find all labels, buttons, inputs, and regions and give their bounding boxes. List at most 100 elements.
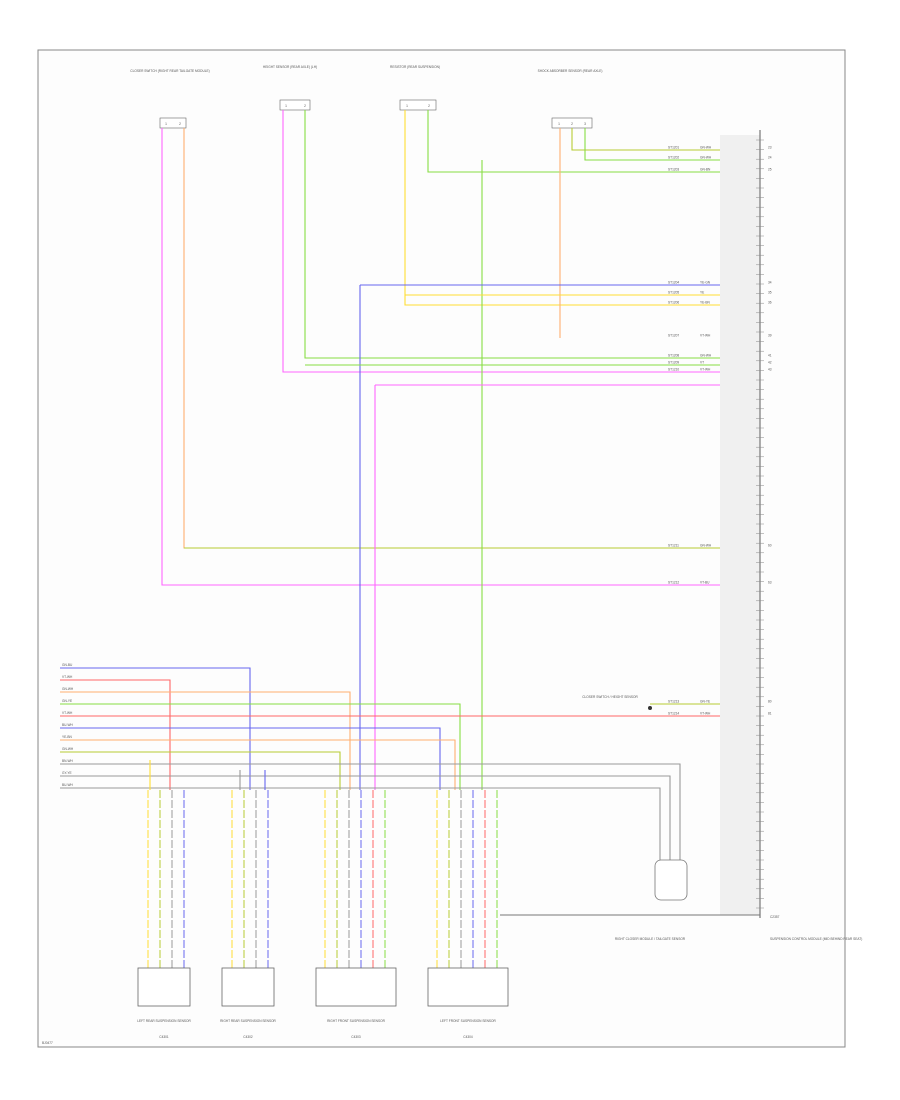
top-connector-3: RESISTOR (REAR SUSPENSION) 1 2 [390, 65, 440, 111]
harness-wire-label: BU-WH [62, 783, 73, 787]
svg-text:1: 1 [285, 104, 287, 108]
module-wire-code: ST1202 [668, 156, 679, 160]
top-connector-3-label: RESISTOR (REAR SUSPENSION) [390, 65, 440, 69]
svg-text:3: 3 [584, 122, 586, 126]
closer-switch-mid: CLOSER SWITCH / HEIGHT SENSOR [582, 695, 720, 710]
sensor-1-label: LEFT REAR SUSPENSION SENSOR [137, 1019, 191, 1023]
sensor-2-id: C4302 [243, 1035, 253, 1039]
harness-wire-label: GY-YE [62, 771, 72, 775]
top-connector-2: HEIGHT SENSOR (REAR AXLE) (LH) 1 2 [263, 65, 317, 111]
module-wire-pin: 25 [768, 168, 772, 172]
module-wire-pin: 60 [768, 544, 772, 548]
module-wire-pin: 35 [768, 291, 772, 295]
module-wire-color: VT [700, 361, 704, 365]
module-wire-code: ST1212 [668, 581, 679, 585]
center-module-label: RIGHT CLOSER MODULE / TAILGATE SENSOR [615, 937, 686, 941]
svg-text:2: 2 [179, 122, 181, 126]
module-pin-ticks [756, 139, 764, 909]
top-connector-1: CLOSER SWITCH (RIGHT REAR TAILGATE MODUL… [130, 69, 210, 129]
module-wire-pin: 39 [768, 334, 772, 338]
sensor-3-label: RIGHT FRONT SUSPENSION SENSOR [327, 1019, 385, 1023]
sensor-3-id: C4303 [351, 1035, 361, 1039]
module-wire-color: GN-WH [700, 544, 712, 548]
module-wire-code: ST1210 [668, 368, 679, 372]
module-wire-color: GN-WH [700, 146, 712, 150]
module-wire-code: ST1204 [668, 281, 679, 285]
top-connector-1-label: CLOSER SWITCH (RIGHT REAR TAILGATE MODUL… [130, 69, 209, 73]
svg-text:2: 2 [304, 104, 306, 108]
module-wire-pin: 81 [768, 712, 772, 716]
module-wire-code: ST1205 [668, 291, 679, 295]
top-connector-4-label: SHOCK ABSORBER SENSOR (REAR AXLE) [538, 69, 603, 73]
sensor-4-id: C4304 [463, 1035, 473, 1039]
wire-green-c2 [304, 110, 720, 359]
harness-wire-label: YE-BN [62, 735, 72, 739]
svg-text:1: 1 [165, 122, 167, 126]
harness-wire-label: GN-YE [62, 699, 72, 703]
module-wire-code: ST1213 [668, 700, 679, 704]
module-wire-code: ST1214 [668, 712, 679, 716]
harness-wire-label: GN-BU [62, 663, 73, 667]
svg-text:2: 2 [571, 122, 573, 126]
module-wire-pin: 80 [768, 700, 772, 704]
harness-wire-label: GN-WH [62, 747, 74, 751]
bottom-sensor-2: RIGHT REAR SUSPENSION SENSOR C4302 [220, 967, 277, 1039]
wire-green-c4b [584, 128, 720, 161]
module-wire-color: YE [700, 291, 704, 295]
wire-yellow-c3 [404, 110, 720, 306]
svg-text:2: 2 [428, 104, 430, 108]
harness-labels: GN-BU VT-WH GN-WH GN-YE VT-WH BU-WH YE-BN GN-WH… [62, 663, 74, 787]
module-wire-color: GN-BN [700, 168, 711, 172]
module-wire-pin: 43 [768, 368, 772, 372]
harness-wire-label: BN-WH [62, 759, 73, 763]
wire-blue-long [359, 284, 720, 790]
module-wire-color: VT-WH [700, 368, 711, 372]
module-wire-code: ST1211 [668, 544, 679, 548]
module-wire-pin: 34 [768, 281, 772, 285]
harness-wire-label: GN-WH [62, 687, 74, 691]
module-wire-pin: 23 [768, 146, 772, 150]
bottom-sensor-3: RIGHT FRONT SUSPENSION SENSOR C4303 [315, 967, 397, 1039]
module-wire-code: ST1203 [668, 168, 679, 172]
module-wire-pin: 36 [768, 301, 772, 305]
module-wire-color: GN-WH [700, 354, 712, 358]
module-wire-color: VT-WH [700, 712, 711, 716]
module-wire-color: VT-BU [700, 581, 710, 585]
top-connector-2-label: HEIGHT SENSOR (REAR AXLE) (LH) [263, 65, 317, 69]
harness-wire-label: BU-WH [62, 723, 73, 727]
harness-wire-label: VT-WH [62, 675, 73, 679]
module-wire-pin: 24 [768, 156, 772, 160]
module-connector-id: C2357 [770, 915, 780, 919]
wire-pink-c1 [161, 128, 720, 586]
wire-group-top [161, 110, 720, 790]
module-wire-color: GN-WH [700, 156, 712, 160]
module-wire-color: GN-YE [700, 700, 710, 704]
module-wire-code: ST1207 [668, 334, 679, 338]
mid-right-label: CLOSER SWITCH / HEIGHT SENSOR [582, 695, 638, 699]
module-label: SUSPENSION CONTROL MODULE (MID BEHIND RE… [770, 937, 862, 941]
module-wire-color: YE-GN [700, 281, 711, 285]
footer-code: BJ0477 [42, 1041, 53, 1045]
wire-pink-long [374, 384, 720, 790]
bottom-sensor-4: LEFT FRONT SUSPENSION SENSOR C4304 [427, 967, 509, 1039]
module-wire-code: ST1209 [668, 361, 679, 365]
center-closer-module: RIGHT CLOSER MODULE / TAILGATE SENSOR [500, 859, 760, 941]
svg-text:1: 1 [558, 122, 560, 126]
sensor-1-id: C4301 [159, 1035, 169, 1039]
harness-wires [60, 667, 720, 880]
module-wire-code: ST1208 [668, 354, 679, 358]
wire-green-c3 [427, 110, 720, 173]
module-wire-code: ST1201 [668, 146, 679, 150]
module-wire-code: ST1206 [668, 301, 679, 305]
wire-pink-c2 [282, 110, 720, 373]
module-wire-color: YE-BN [700, 301, 710, 305]
module-wire-pin: 63 [768, 581, 772, 585]
module-wire-pin: 42 [768, 361, 772, 365]
harness-wire-label: VT-WH [62, 711, 73, 715]
module-wire-pin: 41 [768, 354, 772, 358]
bottom-sensor-1: LEFT REAR SUSPENSION SENSOR C4301 [137, 967, 191, 1039]
wire-olive-c4a [571, 128, 720, 151]
svg-text:1: 1 [406, 104, 408, 108]
